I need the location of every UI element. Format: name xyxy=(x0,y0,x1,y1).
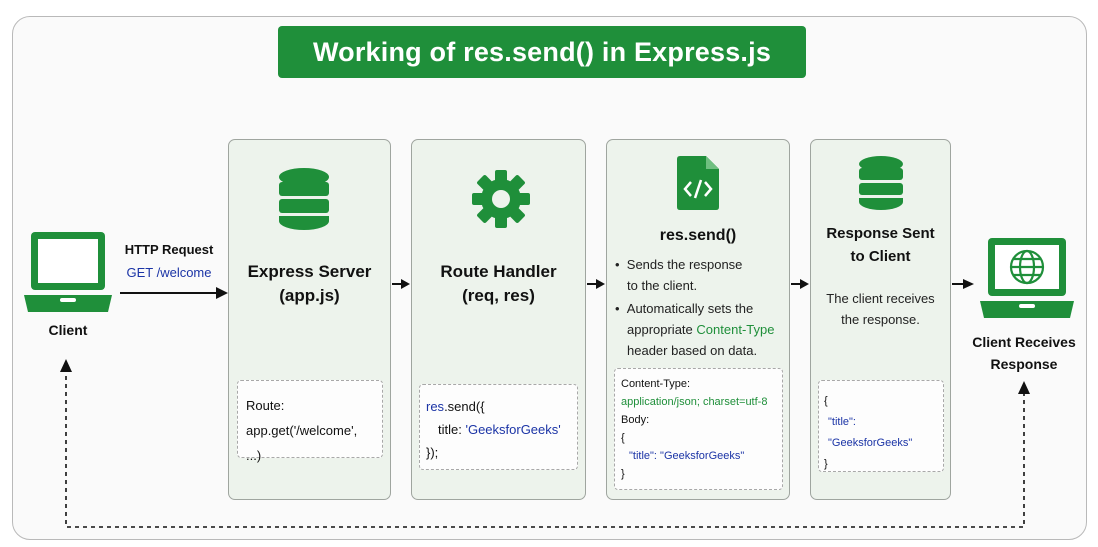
database-icon xyxy=(279,168,329,230)
bullet-1-line-1: • Sends the response xyxy=(615,257,743,272)
client-open-brace: { xyxy=(824,395,828,407)
diagram-title: Working of res.send() in Express.js xyxy=(278,26,806,78)
route-code-box: Route: app.get('/welcome', ...) xyxy=(237,380,383,463)
arrow-2 xyxy=(587,279,605,289)
body-close-brace: } xyxy=(621,468,625,480)
bullet-1-line-2: to the client. xyxy=(627,278,698,293)
description-line-1: The client receives xyxy=(826,291,935,306)
response-description: The client receives the response. xyxy=(811,288,950,330)
content-type-value: application/json; charset=utf-8 xyxy=(621,396,768,408)
http-request-label: HTTP Request xyxy=(124,242,214,257)
laptop-icon xyxy=(24,232,112,312)
handler-code-line-2: title: 'GeeksforGeeks' xyxy=(438,422,561,437)
arrow-4 xyxy=(952,279,974,289)
client-receives-label: Client Receives Response xyxy=(962,331,1086,375)
response-sent-card: Response Sent to Client The client recei… xyxy=(810,139,951,500)
laptop-globe-icon xyxy=(980,238,1074,318)
content-type-label: Content-Type: xyxy=(621,378,691,390)
arrow-3 xyxy=(791,279,809,289)
route-handler-subtitle: (req, res) xyxy=(462,286,535,305)
client-code-box: { "title": "GeeksforGeeks" } xyxy=(818,380,944,472)
code-file-icon xyxy=(677,156,719,210)
request-arrow xyxy=(120,287,228,299)
handler-code-line-1: res.send({ xyxy=(426,399,485,414)
client-label: Client xyxy=(48,322,88,338)
route-code-value: app.get('/welcome', ...) xyxy=(246,423,358,463)
handler-code-line-3: }); xyxy=(426,445,439,460)
body-label: Body: xyxy=(621,414,650,426)
express-server-subtitle: (app.js) xyxy=(279,286,340,305)
bullet-2-line-3: header based on data. xyxy=(627,343,758,358)
gear-icon xyxy=(472,170,530,228)
arrow-1 xyxy=(392,279,410,289)
body-open-brace: { xyxy=(621,432,625,444)
client-receives-line-1: Client Receives xyxy=(972,334,1076,350)
res-send-card: res.send() • Sends the response to the c… xyxy=(606,139,790,500)
database-icon xyxy=(859,156,903,210)
request-endpoint: GET /welcome xyxy=(126,265,212,280)
response-sent-subtitle: to Client xyxy=(850,248,911,265)
bullet-2-line-1: • Automatically sets the xyxy=(615,301,754,316)
client-entry: "title": "GeeksforGeeks" xyxy=(828,416,913,449)
express-server-card: Express Server (app.js) Route: app.get('… xyxy=(228,139,391,500)
response-sent-title: Response Sent xyxy=(826,225,935,242)
route-code-label: Route: xyxy=(246,398,285,413)
client-close-brace: } xyxy=(824,458,828,470)
route-handler-card: Route Handler (req, res) res.send({ titl… xyxy=(411,139,586,500)
client-receives-line-2: Response xyxy=(990,356,1058,372)
res-send-bullets: • Sends the response to the client. • Au… xyxy=(615,254,787,361)
route-handler-title: Route Handler xyxy=(440,262,557,281)
express-server-title: Express Server xyxy=(247,262,372,281)
handler-code-box: res.send({ title: 'GeeksforGeeks' }); xyxy=(419,384,578,470)
description-line-2: the response. xyxy=(841,312,920,327)
response-code-box: Content-Type: application/json; charset=… xyxy=(614,368,783,490)
res-send-title: res.send() xyxy=(659,227,737,244)
body-entry: "title": "GeeksforGeeks" xyxy=(629,450,745,462)
bullet-2-line-2: appropriate Content-Type xyxy=(627,322,775,337)
